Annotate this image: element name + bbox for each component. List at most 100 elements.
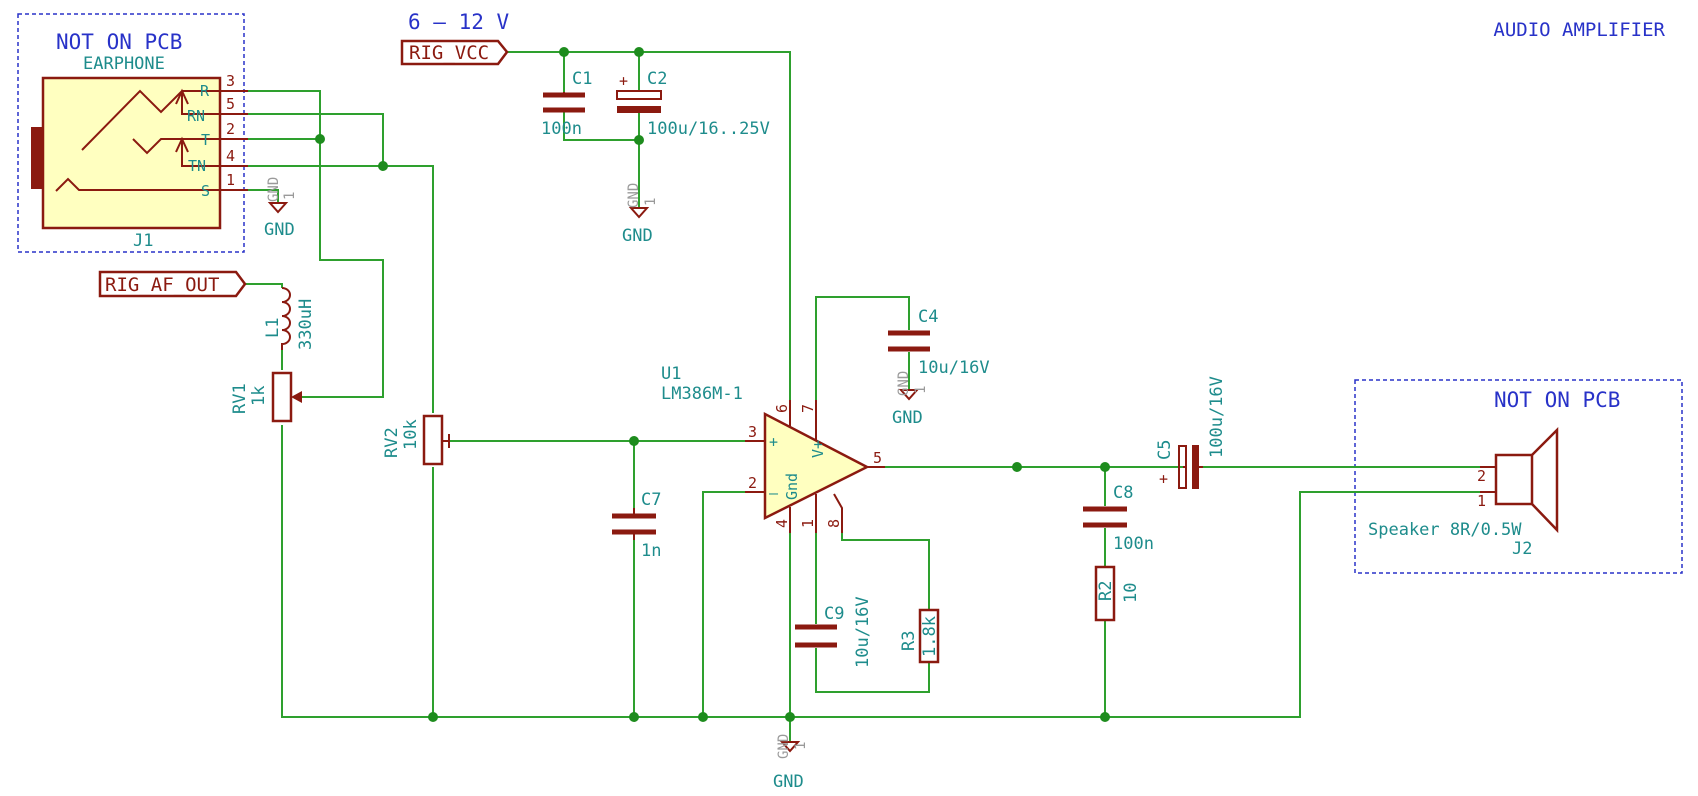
potentiometer-rv1: RV1 1k: [230, 371, 302, 423]
gnd-symbol-main: GND 1 GND: [773, 734, 809, 792]
capacitor-c1: C1 100n: [541, 69, 592, 139]
svg-text:6: 6: [773, 404, 791, 413]
svg-text:1: 1: [913, 386, 929, 394]
earphone-box: [17, 13, 245, 253]
svg-text:+: +: [619, 72, 628, 90]
svg-text:R3: R3: [899, 631, 919, 651]
svg-text:L1: L1: [263, 318, 283, 338]
svg-text:1: 1: [799, 519, 817, 528]
svg-text:10k: 10k: [401, 419, 421, 450]
svg-text:C8: C8: [1113, 483, 1133, 503]
svg-text:C9: C9: [824, 604, 844, 624]
svg-text:4: 4: [773, 519, 791, 528]
svg-text:1: 1: [226, 171, 235, 189]
svg-text:10u/16V: 10u/16V: [853, 596, 873, 668]
svg-text:GND: GND: [776, 734, 792, 759]
svg-text:R: R: [200, 82, 210, 100]
svg-text:GND: GND: [896, 371, 912, 396]
net-label-rig-vcc: RIG_VCC: [400, 39, 509, 66]
capacitor-c9: C9 10u/16V: [795, 596, 873, 668]
gnd-symbol-c2: GND 1 GND: [622, 183, 659, 246]
svg-text:5: 5: [873, 449, 882, 467]
svg-text:RN: RN: [187, 107, 205, 125]
svg-text:GND: GND: [626, 183, 642, 208]
svg-text:V+: V+: [809, 440, 827, 458]
svg-text:+: +: [1159, 470, 1168, 488]
svg-text:1: 1: [643, 198, 659, 206]
gnd-symbol-c4: GND 1 GND: [892, 371, 929, 428]
svg-text:7: 7: [799, 404, 817, 413]
svg-text:8: 8: [825, 519, 843, 528]
j1-value: EARPHONE: [83, 54, 165, 74]
gnd-symbol-j1: GND 1 GND: [264, 177, 298, 240]
svg-text:2: 2: [748, 474, 757, 492]
svg-text:1k: 1k: [249, 386, 269, 406]
svg-text:3: 3: [226, 72, 235, 90]
svg-text:100u/16V: 100u/16V: [1207, 376, 1227, 458]
svg-text:100u/16..25V: 100u/16..25V: [647, 119, 770, 139]
svg-text:+: +: [769, 433, 778, 451]
svg-text:5: 5: [226, 95, 235, 113]
net-label-rig-af-out: RIG_AF_OUT: [98, 270, 247, 298]
svg-text:C1: C1: [572, 69, 592, 89]
resistor-r2: R2 10: [1094, 565, 1141, 622]
capacitor-c2: + C2 100u/16..25V: [616, 69, 770, 139]
svg-text:T: T: [201, 131, 210, 149]
svg-text:100n: 100n: [1113, 534, 1154, 554]
svg-text:C4: C4: [918, 307, 938, 327]
svg-text:GND: GND: [622, 226, 653, 246]
svg-text:RV2: RV2: [382, 427, 402, 458]
svg-text:Speaker 8R/0.5W: Speaker 8R/0.5W: [1368, 520, 1522, 540]
sheet-title: AUDIO AMPLIFIER: [1493, 19, 1665, 41]
svg-text:330uH: 330uH: [296, 299, 316, 350]
svg-text:2: 2: [226, 120, 235, 138]
svg-text:3: 3: [748, 423, 757, 441]
svg-text:Gnd: Gnd: [783, 473, 801, 500]
svg-text:C2: C2: [647, 69, 667, 89]
speaker-box: [1354, 379, 1683, 574]
capacitor-c8: C8 100n: [1083, 483, 1154, 554]
svg-text:4: 4: [226, 147, 235, 165]
svg-text:RIG_AF_OUT: RIG_AF_OUT: [105, 274, 219, 296]
svg-text:TN: TN: [188, 157, 206, 175]
j1-ref: J1: [133, 231, 153, 251]
svg-text:–: –: [769, 484, 779, 502]
speaker-box-label: NOT ON PCB: [1494, 388, 1620, 412]
svg-text:LM386M-1: LM386M-1: [661, 384, 743, 404]
supply-voltage-note: 6 – 12 V: [408, 10, 510, 34]
junctions: [315, 47, 1110, 722]
svg-text:U1: U1: [661, 364, 681, 384]
capacitor-c4: C4 10u/16V: [888, 307, 990, 378]
svg-text:R2: R2: [1096, 581, 1116, 601]
svg-text:1: 1: [282, 192, 298, 200]
wires: [245, 51, 1480, 742]
svg-text:C5: C5: [1155, 440, 1175, 460]
svg-text:1n: 1n: [641, 541, 661, 561]
svg-text:2: 2: [1477, 467, 1486, 485]
svg-text:C7: C7: [641, 490, 661, 510]
svg-text:1: 1: [793, 742, 809, 750]
opamp-u1: 3 2 5 6 7 4 1 8 + – Gnd V+ U1 LM386M-1: [661, 364, 885, 533]
svg-text:S: S: [201, 182, 210, 200]
capacitor-c7: C7 1n: [612, 490, 661, 561]
svg-text:1: 1: [1477, 492, 1486, 510]
speaker-j2: 2 1 Speaker 8R/0.5W J2: [1368, 426, 1559, 559]
potentiometer-rv2: RV2 10k: [382, 414, 450, 466]
svg-text:GND: GND: [266, 177, 282, 202]
svg-text:100n: 100n: [541, 119, 582, 139]
svg-text:10u/16V: 10u/16V: [918, 358, 990, 378]
svg-text:1.8k: 1.8k: [920, 616, 940, 657]
capacitor-c5: + C5 100u/16V: [1155, 376, 1227, 489]
svg-text:GND: GND: [892, 408, 923, 428]
svg-text:RIG_VCC: RIG_VCC: [409, 42, 489, 64]
earphone-jack-j1: R RN T TN S 3 5 2 4 1 EARPHONE J1: [31, 54, 248, 251]
earphone-box-label: NOT ON PCB: [56, 30, 182, 54]
svg-text:GND: GND: [773, 772, 804, 792]
svg-text:RV1: RV1: [230, 383, 250, 414]
svg-text:J2: J2: [1512, 539, 1532, 559]
resistor-r3: R3 1.8k: [899, 608, 940, 664]
svg-text:GND: GND: [264, 220, 295, 240]
svg-text:10: 10: [1121, 583, 1141, 603]
inductor-l1: L1 330uH: [263, 287, 316, 350]
